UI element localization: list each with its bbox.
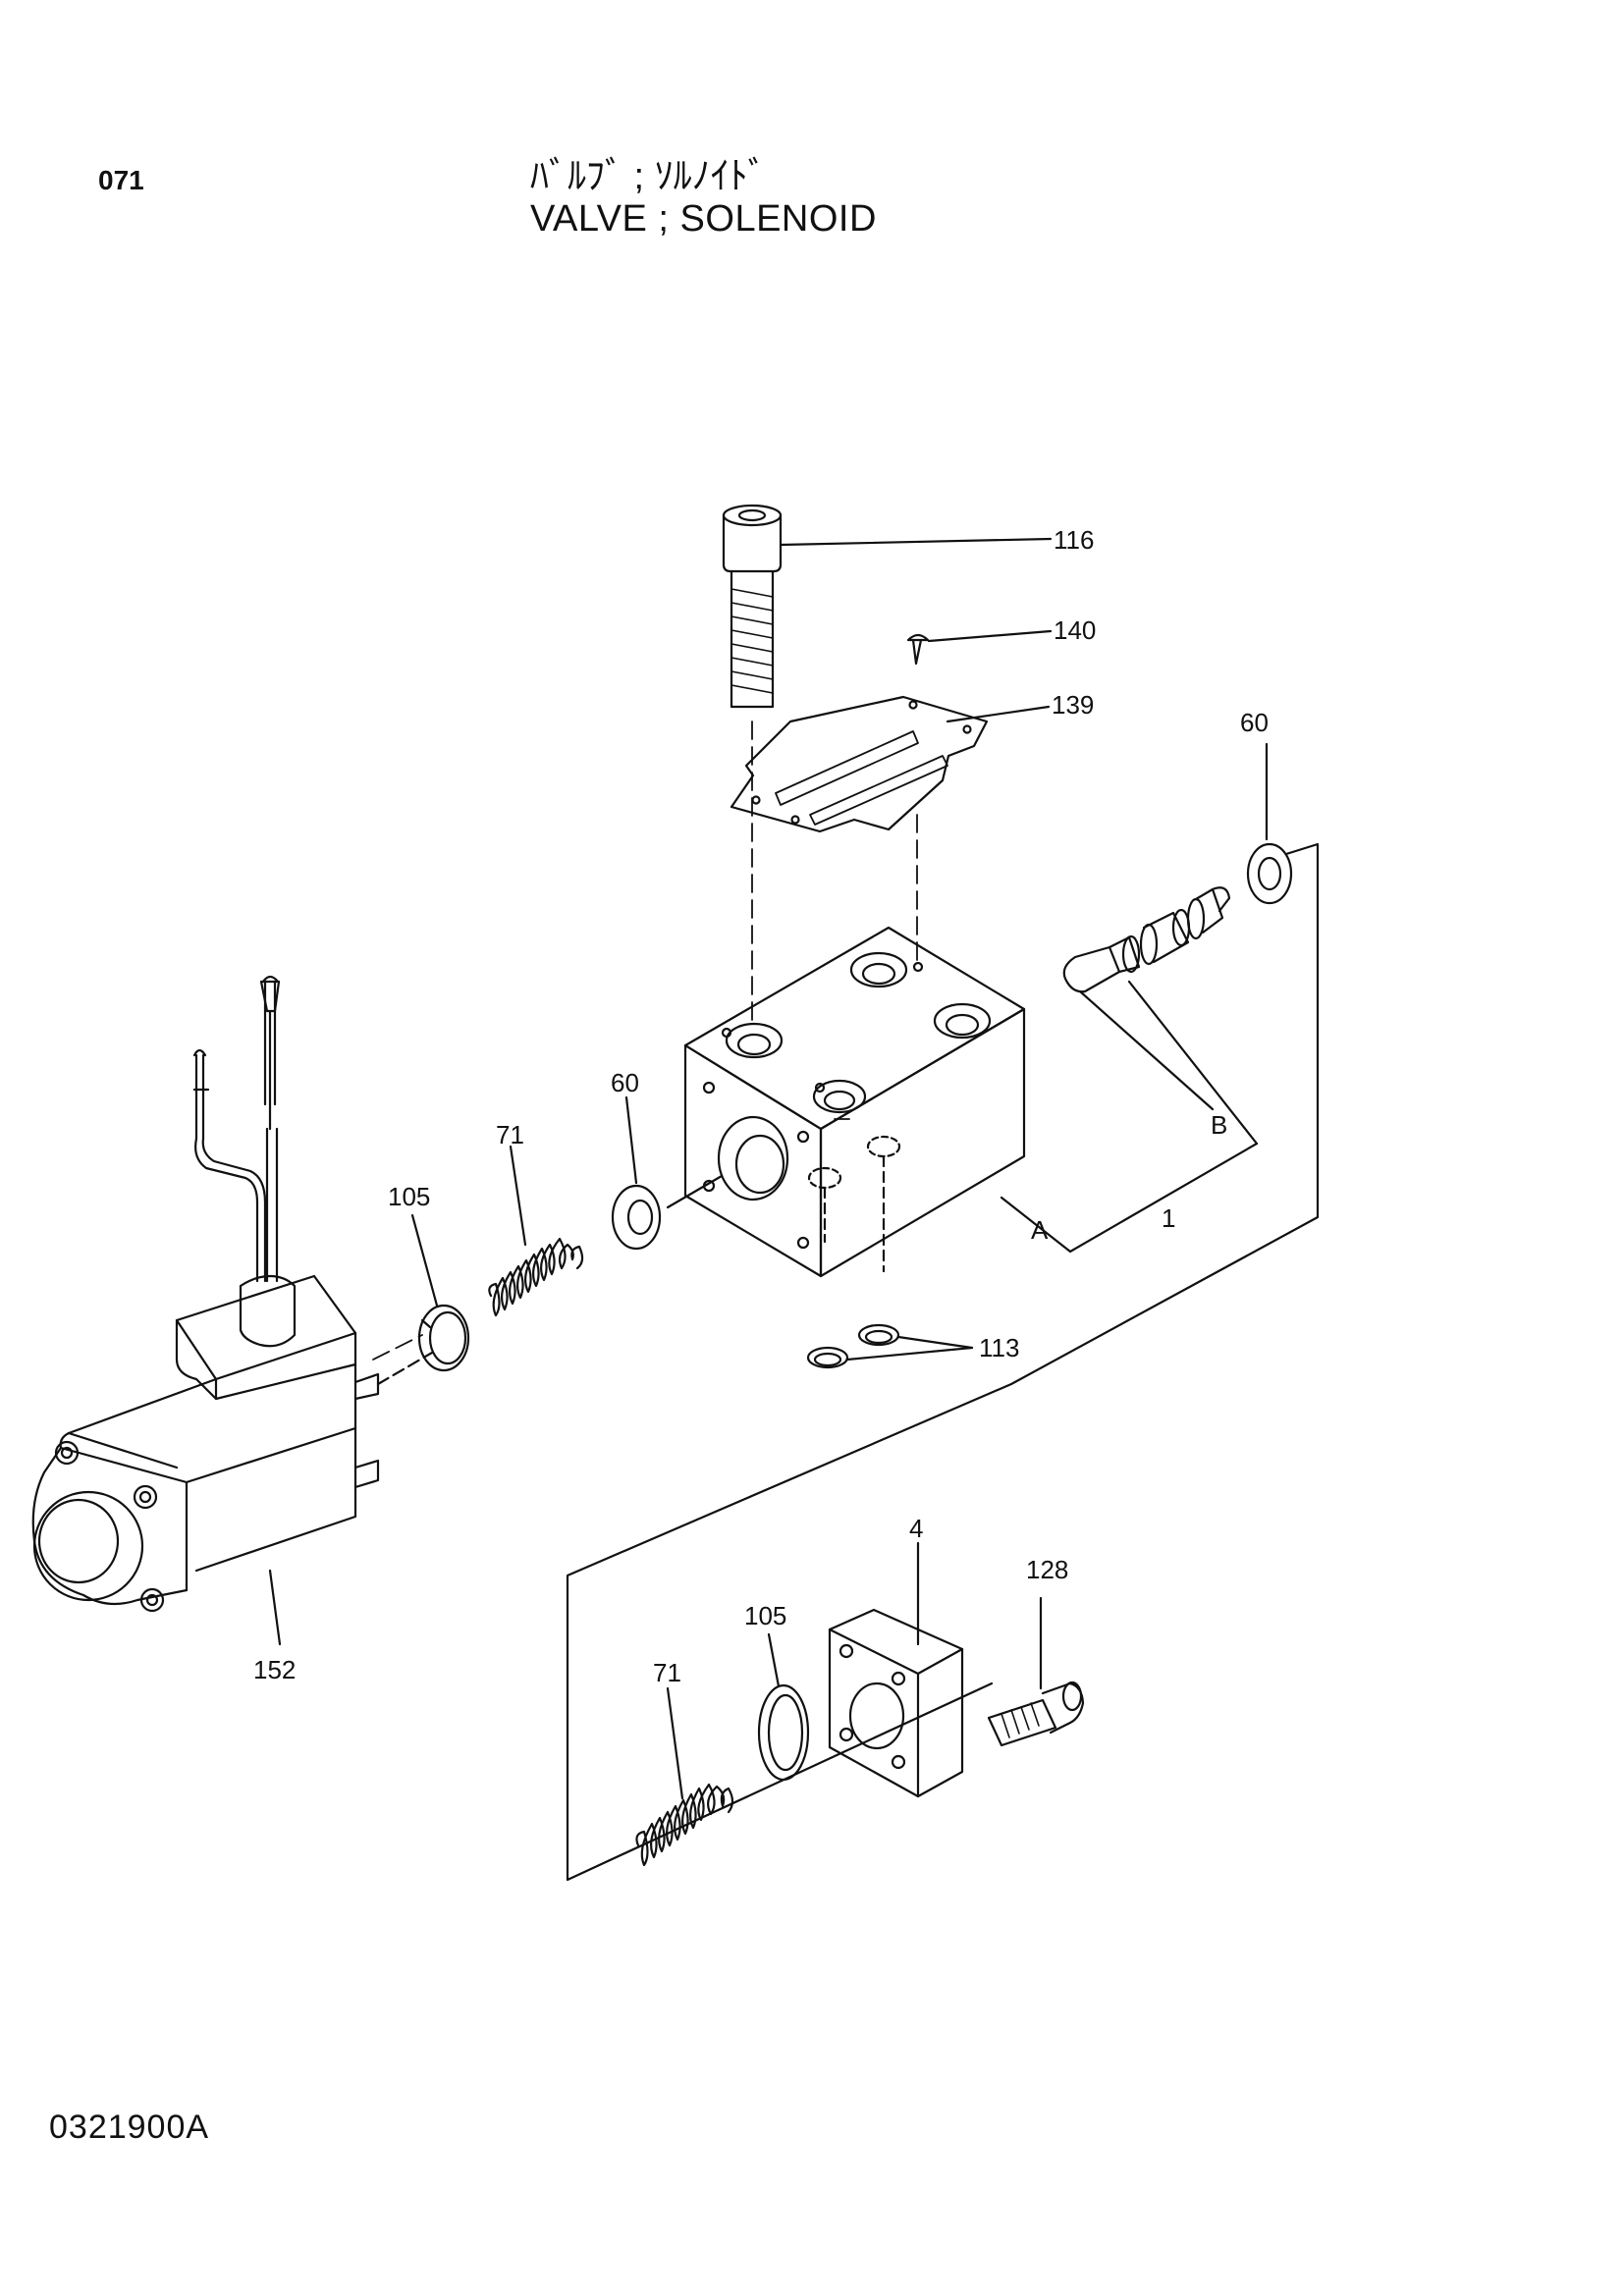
callout-152: 152 xyxy=(253,1655,296,1684)
callout-116: 116 xyxy=(1054,525,1094,555)
callout-113: 113 xyxy=(979,1333,1019,1362)
leader-71-bottom xyxy=(666,1686,684,1800)
leader-140 xyxy=(927,629,1053,643)
leader-105-bottom xyxy=(767,1632,781,1688)
part-1-valve-body xyxy=(683,926,1026,1278)
part-116-cap-screw xyxy=(722,504,783,709)
part-105-snap-ring-bottom xyxy=(757,1683,810,1782)
leader-113-b xyxy=(845,1346,974,1362)
part-152-solenoid xyxy=(31,975,434,1613)
leader-113-a xyxy=(896,1335,974,1350)
spool-b xyxy=(1062,886,1231,993)
leader-b xyxy=(1078,989,1215,1111)
leader-60-mid xyxy=(624,1095,638,1185)
leader-152 xyxy=(268,1569,282,1646)
callout-139: 139 xyxy=(1052,690,1094,720)
document-code: 0321900A xyxy=(49,2109,210,2146)
leader-a-1 xyxy=(1000,1142,1259,1254)
callout-71-top: 71 xyxy=(496,1120,524,1149)
callout-1: 1 xyxy=(1162,1203,1175,1233)
part-140-small-screw xyxy=(906,633,930,666)
leader-116 xyxy=(779,537,1053,547)
part-113-o-rings xyxy=(806,1323,900,1369)
part-139-plate xyxy=(730,695,989,833)
leader-b-bracket xyxy=(1127,980,1259,1146)
callout-105-bottom: 105 xyxy=(744,1601,786,1630)
assembly-bracket-frame xyxy=(566,842,1320,1882)
part-105-snap-ring-top xyxy=(417,1304,470,1372)
part-4-cover-plate xyxy=(828,1608,964,1798)
callout-60-mid: 60 xyxy=(611,1068,639,1097)
part-60-washer-mid xyxy=(611,1184,662,1251)
callout-b: B xyxy=(1211,1110,1227,1140)
callout-60-top: 60 xyxy=(1240,708,1269,737)
shaft-line-1 xyxy=(666,1174,724,1209)
alignment-lines xyxy=(372,721,918,1361)
callout-4: 4 xyxy=(909,1514,923,1543)
callout-a: A xyxy=(1031,1215,1049,1245)
part-71-spring-bottom xyxy=(635,1783,734,1867)
leader-139 xyxy=(946,705,1051,723)
title-japanese: ﾊﾞﾙﾌﾞ ; ｿﾙﾉｲﾄﾞ xyxy=(530,156,767,197)
part-71-spring-top xyxy=(488,1237,584,1317)
callout-105-top: 105 xyxy=(388,1182,430,1211)
part-128-cap-screw xyxy=(987,1681,1085,1747)
callout-128: 128 xyxy=(1026,1555,1068,1584)
leader-71-top xyxy=(509,1145,527,1247)
leader-105-top xyxy=(410,1213,439,1308)
page-number: 071 xyxy=(98,165,144,195)
callout-140: 140 xyxy=(1054,615,1096,645)
title-english: VALVE ; SOLENOID xyxy=(530,198,877,240)
part-60-washer-right xyxy=(1246,842,1293,905)
callout-71-bottom: 71 xyxy=(653,1658,681,1687)
